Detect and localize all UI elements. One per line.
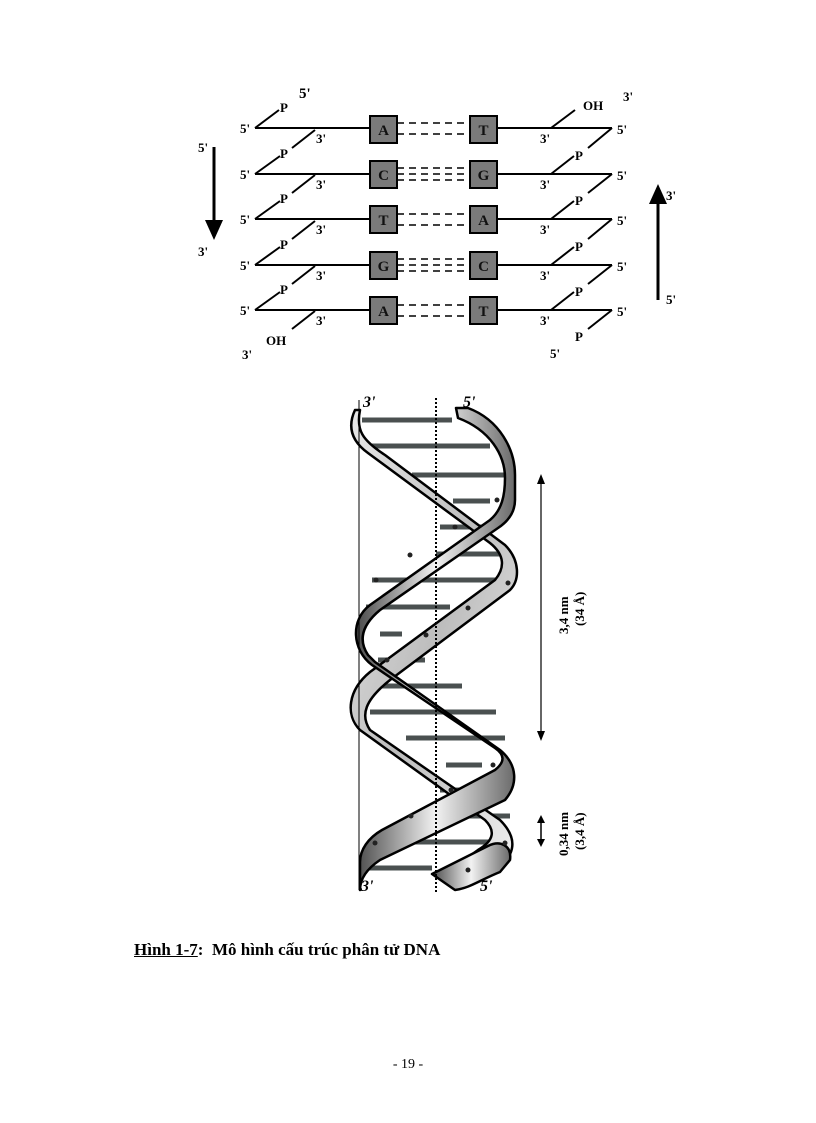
helix-top-right-5prime: 5' [463,394,476,411]
base-pair-4: G C [369,251,498,280]
left-oh-label: OH [266,333,286,348]
svg-text:5': 5' [617,122,627,137]
svg-text:P: P [280,100,288,115]
left-bottom-3prime: 3' [242,347,252,362]
left-strand-labels: 5' P P P P P 5' 5' 5' 5' 5' 3' 3' 3' 3' … [198,86,326,362]
base-left-4: G [378,259,390,275]
base-left-1: A [378,123,389,139]
svg-text:P: P [575,148,583,163]
svg-text:3': 3' [316,222,326,237]
svg-text:P: P [575,284,583,299]
svg-text:5': 5' [240,167,250,182]
right-oh-label: OH [583,98,603,113]
svg-text:P: P [280,146,288,161]
base-pairs: A T C G T A G C A T [369,115,498,325]
rise-measure: 0,34 nm (3,4 Å) [537,812,587,856]
double-helix: 3' 5' 3' 5' [349,394,519,895]
right-arrow-5prime: 5' [666,292,676,307]
pitch-angstrom-label: (34 Å) [572,592,587,626]
base-right-4: C [478,259,489,275]
base-left-2: C [378,168,389,184]
svg-text:3': 3' [540,268,550,283]
base-right-1: T [478,123,488,139]
svg-text:5': 5' [617,304,627,319]
caption-text: Mô hình cấu trúc phân tử DNA [211,940,441,959]
helix-top-left-3prime: 3' [362,394,376,411]
svg-text:P: P [575,329,583,344]
svg-text:P: P [575,239,583,254]
pitch-measure: 3,4 nm (34 Å) [537,474,587,741]
svg-text:P: P [280,282,288,297]
svg-text:5': 5' [240,212,250,227]
rise-angstrom-label: (3,4 Å) [572,812,587,850]
pitch-nm-label: 3,4 nm [556,596,571,634]
right-top-3prime: 3' [623,89,633,104]
svg-text:P: P [280,237,288,252]
right-strand-labels: OH 3' P P P P P 5' 5' 5' 5' 5' 3' 3' 3' … [540,89,676,361]
svg-text:3': 3' [316,177,326,192]
base-right-3: A [478,213,489,229]
svg-text:5': 5' [617,213,627,228]
svg-text:5': 5' [240,303,250,318]
base-pair-2: C G [369,160,498,189]
svg-text:3': 3' [540,177,550,192]
page-number: - 19 - [392,1057,424,1072]
figure-caption: Hình 1-7: Mô hình cấu trúc phân tử DNA [134,940,440,960]
svg-text:3': 3' [540,131,550,146]
svg-text:3': 3' [316,131,326,146]
base-right-5: T [478,304,488,320]
svg-text:P: P [575,193,583,208]
base-left-5: A [378,304,389,320]
right-bottom-5prime: 5' [550,346,560,361]
base-right-2: G [478,168,490,184]
base-pair-3: T A [369,205,498,234]
svg-text:5': 5' [240,258,250,273]
rise-nm-label: 0,34 nm [556,812,571,856]
svg-text:5': 5' [617,259,627,274]
base-left-3: T [378,213,388,229]
helix-bottom-right-5prime: 5' [480,878,493,895]
front-strand [354,406,517,892]
svg-text:5': 5' [617,168,627,183]
caption-separator: : [197,940,204,959]
left-top-5prime: 5' [299,86,311,102]
left-arrow-3prime: 3' [198,244,208,259]
caption-number: Hình 1-7 [134,940,198,959]
helix-bottom-left-3prime: 3' [360,878,374,895]
svg-text:5': 5' [240,121,250,136]
svg-text:P: P [280,191,288,206]
right-arrow-3prime: 3' [666,188,676,203]
left-arrow-5prime: 5' [198,140,208,155]
hydrogen-bonds [397,122,470,317]
phosphate-dots [372,497,511,873]
base-pair-1: A T [369,115,498,144]
svg-text:3': 3' [540,313,550,328]
strand-schematic [205,109,667,330]
svg-text:3': 3' [540,222,550,237]
svg-text:3': 3' [316,268,326,283]
base-pair-5: A T [369,296,498,325]
svg-text:3': 3' [316,313,326,328]
